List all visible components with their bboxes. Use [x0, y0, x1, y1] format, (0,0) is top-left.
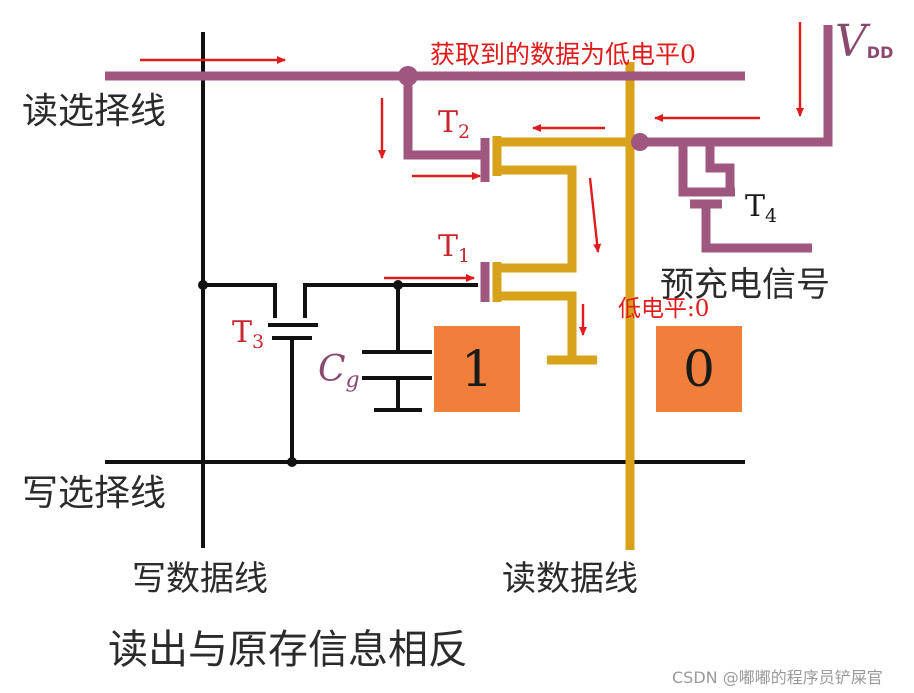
- t3-right-wire: [303, 283, 478, 318]
- transistor-label-t1: T1: [438, 232, 470, 266]
- t2-gate-wire: [403, 76, 485, 160]
- capacitor-letter: C: [318, 349, 346, 390]
- junction-dot: [393, 280, 403, 290]
- transistor-label-t2: T2: [438, 108, 470, 142]
- purple-wires: [105, 25, 833, 302]
- t3-left-wire: [203, 283, 277, 318]
- purple-junctions: [398, 66, 649, 151]
- transistor-letter: T: [438, 229, 459, 264]
- red-arrows: [140, 22, 804, 336]
- transistor-label-t4: T4: [745, 192, 777, 226]
- read-select-line-label: 读选择线: [22, 91, 167, 132]
- write-select-line-label: 写选择线: [22, 473, 167, 514]
- black-junctions: [198, 280, 403, 467]
- read-out-bit-box: 0: [656, 326, 742, 412]
- read-data-line-label: 读数据线: [502, 559, 638, 599]
- vdd-subscript: DD: [866, 43, 894, 62]
- stored-bit-box: 1: [434, 326, 520, 412]
- transistor-letter: T: [745, 189, 766, 224]
- vdd-label: VDD: [835, 20, 893, 64]
- fetch-low-annotation: 获取到的数据为低电平0: [430, 40, 696, 69]
- arrow-down: [588, 177, 602, 253]
- gold-wires: [497, 62, 635, 550]
- t1-source-wire: [497, 291, 577, 358]
- transistor-subscript: 2: [458, 121, 471, 143]
- t4-gate-stem: [701, 204, 812, 253]
- junction-dot: [287, 457, 297, 467]
- vdd-letter: V: [835, 16, 867, 67]
- transistor-letter: T: [438, 105, 459, 140]
- write-data-line-label: 写数据线: [132, 559, 268, 599]
- junction-dot: [398, 66, 418, 86]
- transistor-subscript: 1: [458, 245, 471, 267]
- transistor-label-t3: T3: [232, 318, 264, 352]
- transistor-subscript: 4: [765, 205, 778, 227]
- caption: 读出与原存信息相反: [108, 627, 468, 673]
- low-level-annotation: 低电平:0: [618, 296, 710, 322]
- t4-left: [678, 142, 708, 197]
- capacitor-subscript: g: [345, 368, 360, 393]
- junction-dot: [198, 280, 208, 290]
- watermark: CSDN @嘟嘟的程序员铲屎官: [672, 668, 883, 687]
- vdd-wire: [635, 25, 833, 147]
- precharge-signal-label: 预充电信号: [660, 265, 830, 305]
- t2-t1-link: [497, 165, 577, 273]
- junction-dot: [631, 133, 649, 151]
- transistor-subscript: 3: [252, 331, 265, 353]
- capacitor-label: Cg: [318, 352, 360, 392]
- black-wires: [105, 32, 745, 548]
- t4-right: [705, 142, 735, 192]
- transistor-letter: T: [232, 315, 253, 350]
